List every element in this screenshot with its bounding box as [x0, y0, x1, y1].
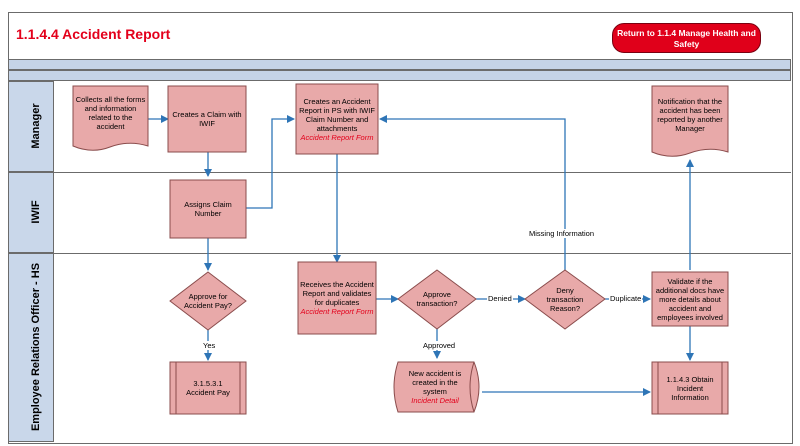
receive-report-shape [297, 261, 377, 335]
deny-transaction-text: Deny transaction Reason? [546, 285, 584, 313]
create-claim-node: Creates a Claim with IWIF [170, 88, 244, 150]
page-title: 1.1.4.4 Accident Report [16, 26, 171, 42]
approve-pay-shape [169, 271, 247, 331]
obtain-info-shape [651, 361, 729, 415]
create-report-node: Creates an Accident Report in PS with IW… [298, 86, 376, 152]
edge-label-approved: Approved [422, 341, 457, 350]
shapes [72, 83, 729, 415]
lane-header-iwif [8, 172, 54, 253]
create-report-reference: Accident Report Form [300, 132, 374, 142]
collect-forms-node: Collects all the forms and information r… [75, 90, 146, 136]
header-band [8, 59, 791, 70]
approve-transaction-node: Approve transaction? [409, 285, 465, 313]
approve-pay-node: Approve for Accident Pay? [180, 287, 236, 315]
edge-label-duplicate: Duplicate [609, 294, 643, 303]
deny-transaction-node: Deny transaction Reason? [537, 285, 593, 313]
obtain-info-node[interactable]: 1.1.4.3 Obtain Incident Information [662, 364, 718, 412]
notification-node: Notification that the accident has been … [654, 88, 726, 142]
accident-pay-shape [169, 361, 247, 415]
approve-transaction-text: Approve transaction? [416, 290, 458, 308]
lane-header-manager [8, 81, 54, 172]
validate-docs-node: Validate if the additional docs have mor… [654, 274, 726, 324]
receive-report-text: Receives the Accident Report and validat… [300, 280, 374, 307]
assign-claim-node: Assigns Claim Number [172, 182, 244, 236]
collect-forms-text: Collects all the forms and information r… [75, 95, 146, 131]
edge-label-denied: Denied [487, 294, 513, 303]
deny-transaction-shape [524, 269, 606, 330]
new-accident-node: New accident is created in the system In… [400, 364, 470, 410]
receive-report-node: Receives the Accident Report and validat… [300, 264, 374, 332]
collect-forms-shape [72, 85, 149, 151]
connectors [148, 115, 694, 396]
header-band-lower [8, 70, 791, 81]
notification-shape [651, 85, 729, 157]
lane-divider [8, 253, 791, 254]
edge-label-yes: Yes [202, 341, 217, 350]
return-button[interactable]: Return to 1.1.4 Manage Health and Safety [612, 23, 761, 53]
assign-claim-shape [169, 179, 247, 239]
approve-pay-text: Approve for Accident Pay? [184, 292, 232, 310]
new-accident-reference: Incident Detail [411, 396, 459, 405]
create-report-shape [295, 83, 379, 155]
lane-header-ero [8, 253, 54, 442]
validate-docs-text: Validate if the additional docs have mor… [655, 276, 725, 322]
receive-report-reference: Accident Report Form [300, 307, 374, 316]
create-report-text: Creates an Accident Report in PS with IW… [299, 96, 375, 133]
new-accident-text: New accident is created in the system [408, 369, 462, 396]
approve-transaction-shape [397, 269, 477, 330]
validate-docs-shape [651, 271, 729, 327]
new-accident-shape-edge [469, 361, 475, 413]
obtain-info-text: 1.1.4.3 Obtain Incident Information [666, 374, 714, 402]
connector [246, 115, 295, 209]
accident-pay-node[interactable]: 3.1.5.3.1 Accident Pay [180, 364, 236, 412]
create-claim-text: Creates a Claim with IWIF [172, 110, 242, 128]
connector [379, 115, 566, 270]
accident-pay-text: 3.1.5.3.1 Accident Pay [186, 379, 230, 397]
create-claim-shape [167, 85, 247, 153]
notification-text: Notification that the accident has been … [657, 97, 723, 133]
assign-claim-text: Assigns Claim Number [184, 200, 232, 218]
lane-divider [8, 172, 791, 173]
edge-label-missing: Missing Information [528, 229, 596, 238]
